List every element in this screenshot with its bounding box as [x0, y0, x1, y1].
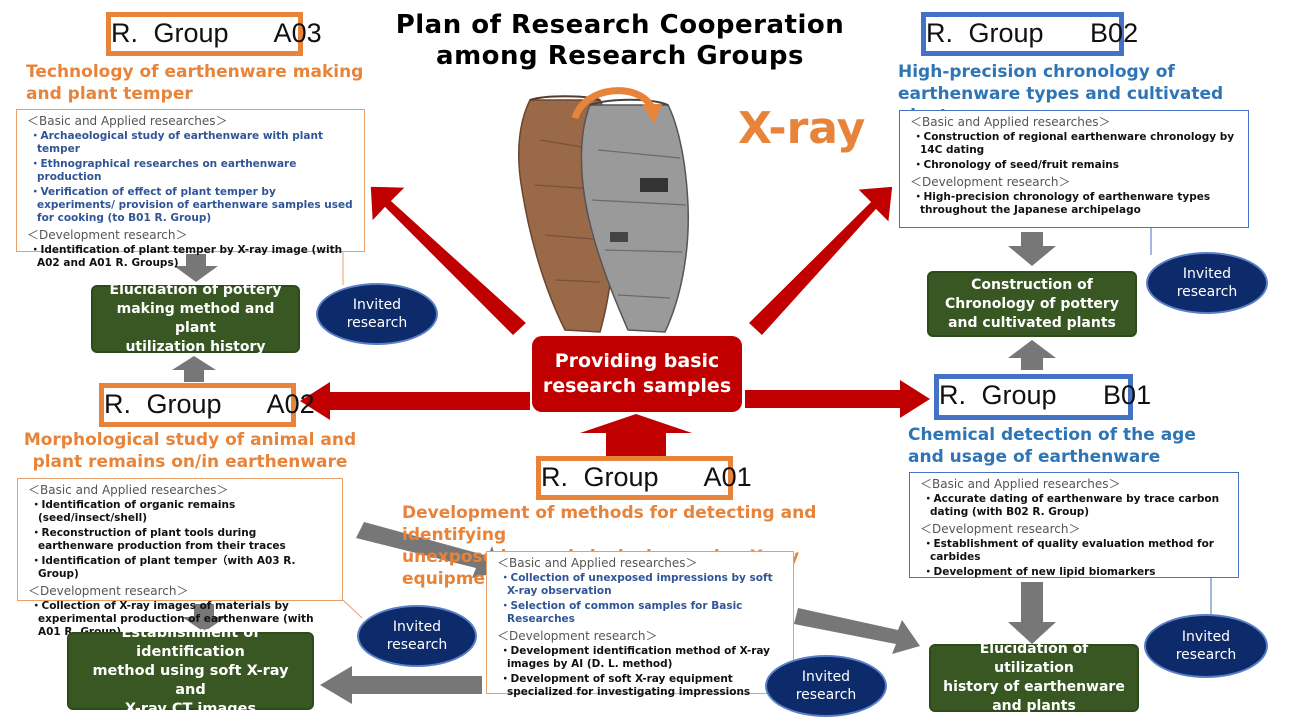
- research-item: ・Development of soft X-ray equipment spe…: [500, 673, 751, 698]
- development-research-heading: ＜Development research＞: [920, 522, 1081, 536]
- group-a02-panel: ＜Basic and Applied researches＞ ・Identifi…: [17, 478, 343, 638]
- connector-line: [342, 599, 363, 619]
- research-item: ・Verification of effect of plant temper …: [30, 186, 353, 224]
- red-arrow-to-b02: [746, 185, 894, 338]
- gray-arrow-b02-down: [1008, 232, 1056, 266]
- gray-arrow-a02-to-a01: [356, 522, 500, 578]
- subtitle-line: Chemical detection of the age: [908, 425, 1196, 445]
- subtitle-line: High-precision chronology of: [898, 62, 1175, 82]
- gray-arrow-a01-to-b01: [794, 608, 920, 654]
- page-title: Plan of Research Cooperation among Resea…: [360, 10, 880, 72]
- invited-research-badge: Invited research: [357, 605, 477, 667]
- research-item: ・Collection of unexposed impressions by …: [500, 572, 773, 597]
- group-a02-subtitle: Morphological study of animal and plant …: [20, 429, 360, 473]
- research-item: ・Reconstruction of plant tools during ea…: [31, 527, 286, 552]
- group-b02-panel: ＜Basic and Applied researches＞ ・Construc…: [899, 110, 1249, 228]
- invited-research-badge: Invited research: [316, 283, 438, 345]
- b02-outcome-box: Construction of Chronology of pottery an…: [927, 271, 1137, 337]
- red-arrow-to-a02: [300, 382, 530, 420]
- subtitle-line: Morphological study of animal and: [23, 430, 357, 450]
- gray-arrow-a02-outcome: [172, 356, 216, 382]
- research-item: ・Selection of common samples for Basic R…: [500, 600, 743, 625]
- research-item: ・Identification of organic remains (seed…: [31, 499, 236, 524]
- subtitle-line: Technology of earthenware making: [26, 62, 364, 82]
- group-b01-label: R. Group B01: [934, 374, 1151, 420]
- gray-arrow-a03-outcome: [174, 254, 218, 282]
- gray-arrow-a01-to-a02-outcome: [320, 666, 482, 704]
- research-item: ・Construction of regional earthenware ch…: [913, 131, 1235, 156]
- basic-research-heading: ＜Basic and Applied researches＞: [28, 483, 229, 497]
- gray-arrow-b01-up: [1008, 340, 1056, 370]
- research-item: ・Identification of plant temper by X-ray…: [30, 244, 343, 269]
- basic-research-heading: ＜Basic and Applied researches＞: [497, 556, 698, 570]
- basic-research-heading: ＜Basic and Applied researches＞: [920, 477, 1121, 491]
- rotate-arrow-icon: [571, 87, 656, 120]
- subtitle-line: and usage of earthenware: [908, 447, 1161, 467]
- group-a01-label: R. Group A01: [536, 456, 752, 500]
- group-a02-label: R. Group A02: [99, 383, 315, 427]
- red-arrow-to-a03: [369, 185, 529, 338]
- group-b01-subtitle: Chemical detection of the age and usage …: [908, 424, 1248, 468]
- providing-samples-box: Providing basic research samples: [532, 336, 742, 412]
- invited-research-badge: Invited research: [1144, 614, 1268, 678]
- basic-research-heading: ＜Basic and Applied researches＞: [27, 114, 228, 128]
- group-a03-label: R. Group A03: [106, 12, 322, 56]
- development-research-heading: ＜Development research＞: [910, 175, 1071, 189]
- research-item: ・Ethnographical researches on earthenwar…: [30, 158, 297, 183]
- group-a03-subtitle: Technology of earthenware making and pla…: [26, 61, 366, 105]
- group-b02-label: R. Group B02: [921, 12, 1138, 56]
- development-research-heading: ＜Development research＞: [28, 584, 189, 598]
- subtitle-line: Development of methods for detecting and…: [402, 503, 817, 545]
- group-a03-panel: ＜Basic and Applied researches＞ ・Archaeol…: [16, 109, 365, 269]
- a03-outcome-box: Elucidation of pottery making method and…: [91, 282, 300, 355]
- research-item: ・Establishment of quality evaluation met…: [923, 538, 1214, 563]
- b01-outcome-box: Elucidation of utilization history of ea…: [929, 641, 1139, 714]
- research-item: ・Accurate dating of earthenware by trace…: [923, 493, 1220, 518]
- red-arrow-to-b01: [745, 380, 930, 418]
- development-research-heading: ＜Development research＞: [497, 629, 658, 643]
- title-line-1: Plan of Research Cooperation: [395, 10, 845, 40]
- group-a01-panel: ＜Basic and Applied researches＞ ・Collecti…: [486, 551, 794, 698]
- research-item: ・Development of new lipid biomarkers: [923, 566, 1156, 578]
- earthenware-xray: [580, 98, 690, 333]
- subtitle-line: and plant temper: [26, 84, 193, 104]
- gray-arrow-a02-panel-down: [182, 604, 226, 632]
- gray-arrow-b01-down: [1008, 582, 1056, 644]
- research-item: ・Identification of plant temper（with A03…: [31, 555, 296, 580]
- research-item: ・Development identification method of X-…: [500, 645, 770, 670]
- invited-research-badge: Invited research: [765, 655, 887, 717]
- development-research-heading: ＜Development research＞: [27, 228, 188, 242]
- a02-outcome-box: Establishment of identification method u…: [67, 625, 314, 717]
- red-arrow-from-a01: [580, 414, 692, 460]
- research-item: ・Chronology of seed/fruit remains: [913, 159, 1120, 171]
- research-item: ・Collection of X-ray images of materials…: [31, 600, 314, 638]
- title-line-2: among Research Groups: [436, 41, 804, 71]
- rotate-arrowhead-icon: [642, 104, 662, 124]
- invited-research-badge: Invited research: [1146, 252, 1268, 314]
- basic-research-heading: ＜Basic and Applied researches＞: [910, 115, 1111, 129]
- xray-label: X-ray: [738, 103, 866, 154]
- research-item: ・High-precision chronology of earthenwar…: [913, 191, 1211, 216]
- subtitle-line: plant remains on/in earthenware: [32, 452, 348, 472]
- research-item: ・Archaeological study of earthenware wit…: [30, 130, 323, 155]
- group-b01-panel: ＜Basic and Applied researches＞ ・Accurate…: [909, 472, 1239, 578]
